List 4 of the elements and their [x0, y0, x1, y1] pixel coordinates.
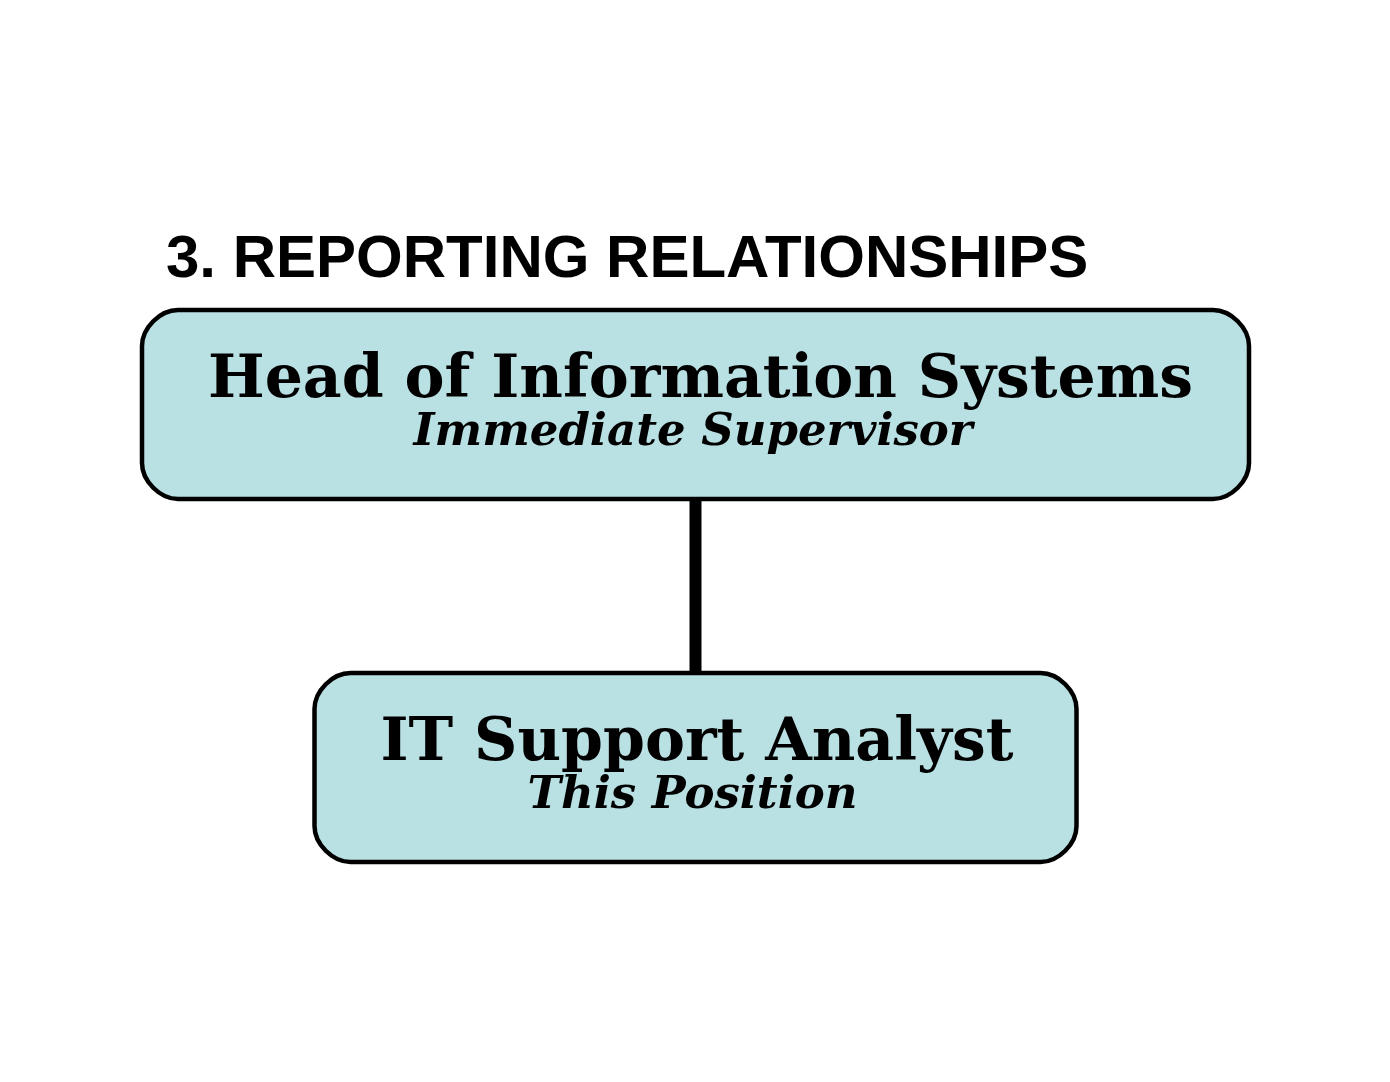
- connector: [689, 499, 701, 673]
- node-box: Head of Information Systems Immediate Supervisor: [139, 307, 1251, 502]
- diagram-title: 3. REPORTING RELATIONSHIPS: [165, 223, 1088, 290]
- node-box: IT Support Analyst This Position: [311, 670, 1079, 865]
